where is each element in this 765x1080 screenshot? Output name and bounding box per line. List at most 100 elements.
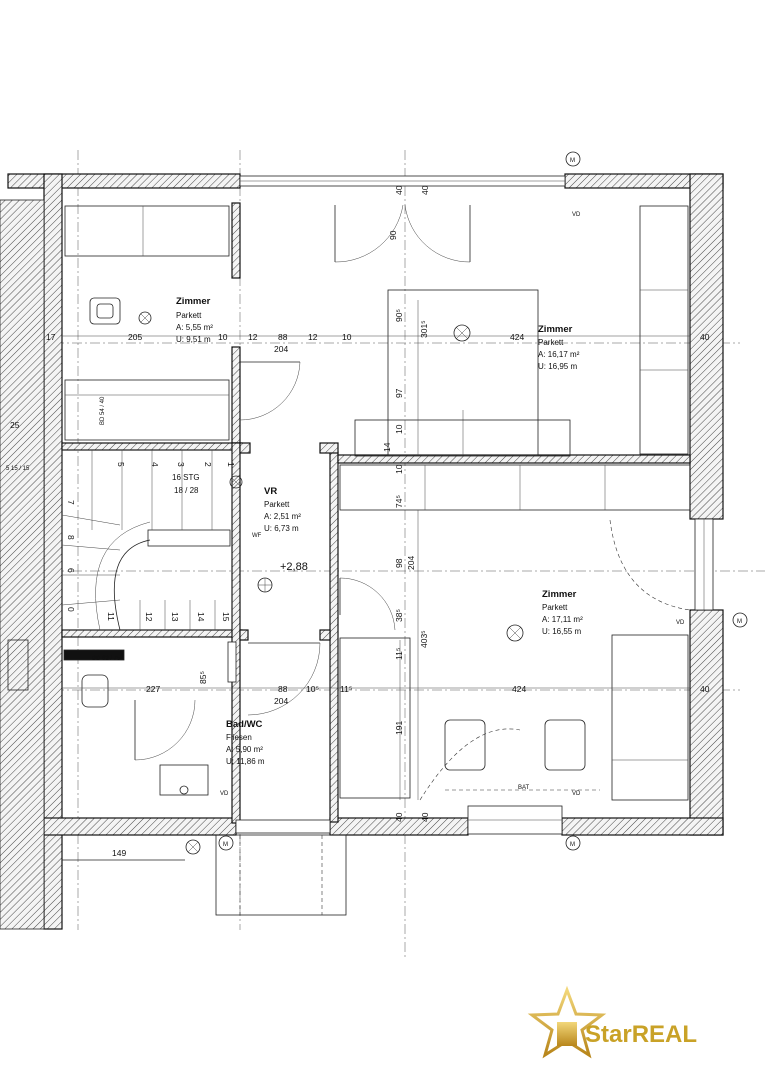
svg-text:A: 5,55 m²: A: 5,55 m² (176, 323, 213, 332)
svg-text:16 STG: 16 STG (172, 473, 200, 482)
svg-text:WF: WF (252, 533, 262, 539)
svg-text:11: 11 (106, 612, 116, 621)
svg-text:205: 205 (128, 332, 142, 342)
svg-text:40: 40 (394, 185, 404, 195)
logo-text: StarREAL (585, 1021, 697, 1048)
dimension-lines (62, 300, 690, 800)
exterior-walls (0, 173, 724, 930)
svg-text:0: 0 (66, 607, 76, 612)
svg-text:301⁵: 301⁵ (419, 320, 429, 338)
svg-text:Parkett: Parkett (538, 338, 564, 347)
svg-text:Fliesen: Fliesen (226, 733, 252, 742)
svg-text:424: 424 (512, 684, 526, 694)
desk-chairs (89, 297, 600, 801)
svg-text:VR: VR (264, 486, 277, 497)
svg-text:40: 40 (700, 332, 710, 342)
doors (134, 204, 691, 761)
svg-text:5 15 / 15: 5 15 / 15 (6, 466, 30, 472)
svg-text:149: 149 (112, 848, 126, 858)
svg-text:VD: VD (572, 791, 581, 797)
svg-text:10: 10 (394, 424, 404, 434)
svg-text:403⁵: 403⁵ (419, 630, 429, 648)
svg-text:204: 204 (406, 556, 416, 570)
svg-text:88: 88 (278, 332, 288, 342)
svg-text:90: 90 (388, 230, 398, 240)
svg-text:40: 40 (394, 812, 404, 822)
svg-text:13: 13 (170, 612, 180, 622)
svg-text:204: 204 (274, 696, 288, 706)
svg-text:10: 10 (394, 464, 404, 474)
svg-text:Zimmer: Zimmer (538, 324, 573, 335)
beds (339, 289, 689, 801)
svg-text:18 / 28: 18 / 28 (174, 486, 199, 495)
svg-text:14: 14 (196, 612, 206, 622)
svg-text:74⁵: 74⁵ (394, 495, 404, 508)
svg-text:VD: VD (220, 791, 229, 797)
svg-text:Parkett: Parkett (542, 603, 568, 612)
svg-text:97: 97 (394, 388, 404, 398)
svg-text:U: 11,86 m: U: 11,86 m (226, 757, 265, 766)
svg-text:17: 17 (46, 332, 56, 342)
svg-text:Parkett: Parkett (264, 500, 290, 509)
svg-text:U: 16,95 m: U: 16,95 m (538, 362, 577, 371)
starreal-logo: StarREAL (527, 985, 697, 1059)
interior-walls (61, 202, 691, 824)
svg-text:A: 16,17 m²: A: 16,17 m² (538, 350, 580, 359)
dimension-labels: 205 10 12 88 12 10 204 424 40 17 90 90⁵ … (10, 185, 710, 858)
room-label-vr: VR Parkett A: 2,51 m² U: 6,73 m (264, 486, 301, 533)
svg-text:BD 62 / 75: BD 62 / 75 (92, 656, 121, 662)
svg-text:15: 15 (221, 612, 231, 622)
svg-text:6: 6 (66, 568, 76, 573)
svg-text:40: 40 (700, 684, 710, 694)
svg-text:U: 16,55 m: U: 16,55 m (542, 627, 581, 636)
svg-text:40: 40 (420, 185, 430, 195)
svg-text:U: 9,51 m: U: 9,51 m (176, 335, 211, 344)
svg-text:88: 88 (278, 684, 288, 694)
svg-text:M: M (570, 842, 575, 848)
svg-text:191: 191 (394, 721, 404, 735)
svg-text:25: 25 (10, 420, 20, 430)
svg-text:8: 8 (66, 535, 76, 540)
svg-text:Bad/WC: Bad/WC (226, 719, 263, 730)
svg-text:1: 1 (226, 462, 236, 467)
svg-text:5: 5 (116, 462, 126, 467)
svg-text:4: 4 (150, 462, 160, 467)
svg-text:98: 98 (394, 558, 404, 568)
svg-text:38⁵: 38⁵ (394, 609, 404, 622)
svg-text:2: 2 (203, 462, 213, 467)
bottom-windows (235, 805, 563, 835)
room-label-zimmer-small: Zimmer Parkett A: 5,55 m² U: 9,51 m (176, 296, 213, 344)
svg-text:11⁵: 11⁵ (340, 684, 352, 694)
svg-text:M: M (223, 842, 228, 848)
svg-text:BAT: BAT (518, 785, 530, 791)
svg-text:40: 40 (420, 812, 430, 822)
stair-labels: 16 STG 18 / 28 5 4 3 2 1 7 8 6 0 11 12 1… (66, 462, 236, 622)
bathroom-fixtures (63, 649, 209, 796)
svg-text:424: 424 (510, 332, 524, 342)
staircase (61, 449, 233, 631)
svg-text:Zimmer: Zimmer (176, 296, 211, 307)
svg-text:A: 2,51 m²: A: 2,51 m² (264, 512, 301, 521)
top-glazing (239, 175, 566, 187)
balcony-structure (7, 639, 347, 916)
svg-text:10: 10 (342, 332, 352, 342)
right-windows (694, 518, 714, 611)
svg-text:VD: VD (676, 620, 685, 626)
svg-text:U: 6,73 m: U: 6,73 m (264, 524, 299, 533)
svg-text:12: 12 (248, 332, 258, 342)
svg-text:10⁵: 10⁵ (306, 684, 319, 694)
axis-lines (0, 150, 765, 960)
room-label-bad-wc: Bad/WC Fliesen A: 5,90 m² U: 11,86 m (226, 719, 265, 766)
svg-text:12: 12 (308, 332, 318, 342)
svg-text:Zimmer: Zimmer (542, 589, 577, 600)
svg-text:10: 10 (218, 332, 228, 342)
svg-text:85⁵: 85⁵ (198, 671, 208, 684)
svg-text:A: 17,11 m²: A: 17,11 m² (542, 615, 583, 624)
svg-text:M: M (570, 158, 575, 164)
svg-text:204: 204 (274, 344, 288, 354)
m-markers (218, 151, 748, 851)
built-in-furniture (64, 205, 691, 511)
level-marker: +2,88 (280, 561, 308, 573)
svg-text:90⁵: 90⁵ (394, 309, 404, 322)
